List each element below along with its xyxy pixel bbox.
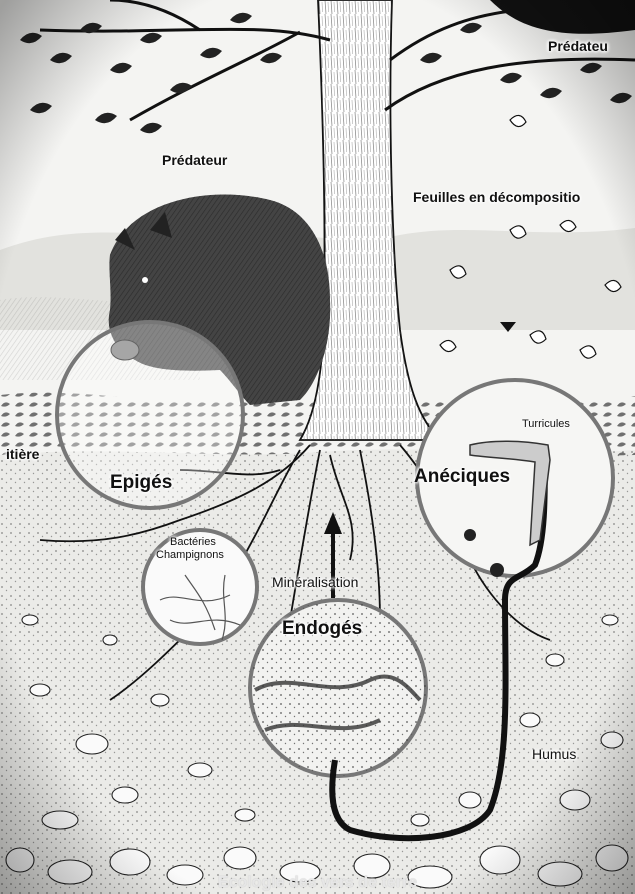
label-epigeic: Epigés [110, 472, 172, 494]
label-casts: Turricules [522, 418, 570, 430]
label-predator: Prédateur [162, 152, 227, 168]
label-humus: Humus [532, 746, 576, 762]
label-bacteria: Bactéries [170, 536, 216, 548]
label-anecic: Anéciques [414, 466, 510, 488]
label-predator-top: Prédateu [548, 38, 608, 54]
label-endogeic: Endogés [282, 618, 362, 640]
label-fungi: Champignons [156, 549, 224, 561]
label-decomposing-leaves: Feuilles en décompositio [413, 189, 580, 205]
caption: Ecologie des vers de terre [0, 874, 635, 892]
label-litter: itière [6, 446, 39, 462]
label-mineralisation: Minéralisation [272, 574, 358, 590]
